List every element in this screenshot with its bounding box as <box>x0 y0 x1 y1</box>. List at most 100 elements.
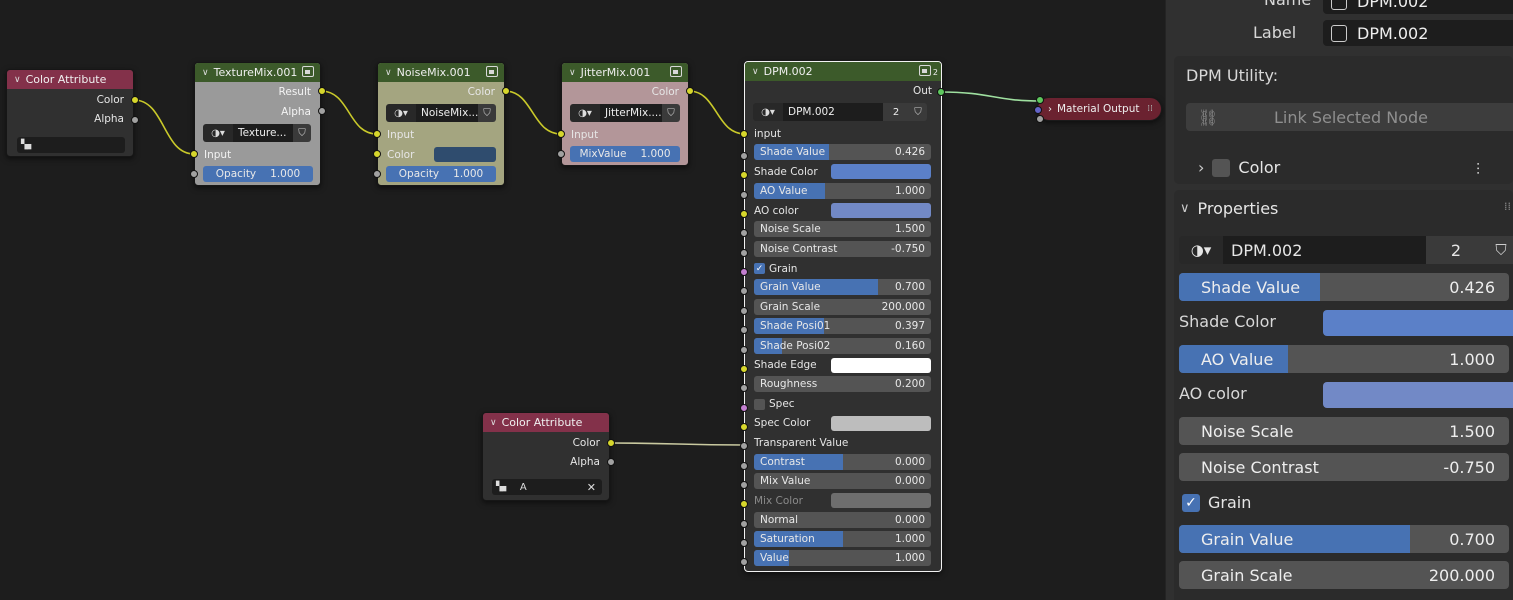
socket-input-ao-color[interactable] <box>740 210 748 219</box>
node-color-attribute-1[interactable]: ∨ Color Attribute Color Alpha ▚▖ <box>6 69 139 157</box>
socket-input-roughness[interactable] <box>740 384 748 393</box>
grain-checkbox[interactable]: ✓ <box>754 263 765 275</box>
node-group-name[interactable]: DPM.002 <box>1223 236 1426 264</box>
shade-color-color-swatch[interactable] <box>831 164 931 180</box>
node-header[interactable]: ∨ Color Attribute <box>483 413 609 432</box>
socket-input-shade-edge[interactable] <box>740 364 748 373</box>
expand-chevron-icon[interactable]: › <box>1048 103 1052 115</box>
node-texture-mix[interactable]: ∨ TextureMix.001 Result Alpha ◑▾ Texture… <box>190 62 326 186</box>
socket-output-result[interactable] <box>318 87 326 95</box>
color-subpanel-header[interactable]: › Color <box>1198 158 1280 177</box>
socket-output-color[interactable] <box>607 439 615 447</box>
fake-user-shield-icon[interactable]: ⛉ <box>909 103 927 121</box>
node-group-name[interactable]: JitterMix.... <box>600 104 662 122</box>
socket-output-out[interactable] <box>937 88 945 96</box>
panel-ao-color-color-swatch[interactable] <box>1323 382 1513 408</box>
socket-input-surface[interactable] <box>1036 96 1044 104</box>
spec-checkbox-row[interactable]: Spec <box>745 396 941 413</box>
node-group-icon[interactable] <box>670 66 682 77</box>
material-sphere-icon[interactable]: ◑▾ <box>203 124 233 142</box>
opacity-field[interactable]: Opacity 1.000 <box>203 166 313 182</box>
opacity-field[interactable]: Opacity 1.000 <box>386 166 496 182</box>
node-noise-mix[interactable]: ∨ NoiseMix.001 Color ◑▾ NoiseMix... ⛉ In… <box>373 62 510 186</box>
material-sphere-icon[interactable]: ◑▾ <box>753 103 783 121</box>
node-group-selector[interactable]: ◑▾ NoiseMix... ⛉ <box>386 104 496 122</box>
socket-output-alpha[interactable] <box>318 107 326 115</box>
collapse-chevron-icon[interactable]: ∨ <box>202 67 209 78</box>
socket-output-alpha[interactable] <box>131 116 139 124</box>
ao-color-color-swatch[interactable] <box>831 203 931 219</box>
socket-input-saturation[interactable] <box>740 539 748 547</box>
socket-input-contrast[interactable] <box>740 461 748 470</box>
fake-user-shield-icon[interactable]: ⛉ <box>662 104 680 122</box>
collapse-chevron-icon[interactable]: ∨ <box>385 67 392 78</box>
socket-input-grain-scale[interactable] <box>740 306 748 315</box>
socket-input-normal[interactable] <box>740 519 748 528</box>
link-colorattr-texturemix[interactable] <box>133 99 195 155</box>
collapse-chevron-icon[interactable]: ∨ <box>569 67 576 78</box>
socket-input-shade-color[interactable] <box>740 171 748 180</box>
panel-shade-color-color-swatch[interactable] <box>1323 310 1513 336</box>
node-group-selector[interactable]: ◑▾ DPM.002 2 ⛉ <box>1179 236 1513 264</box>
node-group-icon[interactable] <box>486 66 498 77</box>
node-group-icon[interactable] <box>302 66 314 77</box>
node-editor-canvas[interactable]: ∨ Color Attribute Color Alpha ▚▖ ∨ Textu… <box>0 0 1165 600</box>
node-header[interactable]: ∨ Color Attribute <box>7 70 133 89</box>
socket-input-mix-color[interactable] <box>740 500 748 509</box>
socket-input-shade-posi01[interactable] <box>740 326 748 335</box>
link-jittermix-dpm[interactable] <box>688 90 746 135</box>
node-header[interactable]: ∨ NoiseMix.001 <box>378 63 504 82</box>
drag-handle-icon[interactable]: ⁞⁞ <box>1504 200 1511 213</box>
socket-output-alpha[interactable] <box>607 458 615 466</box>
properties-header[interactable]: ∨ Properties <box>1180 199 1278 218</box>
link-dpm-materialoutput[interactable] <box>940 91 1041 102</box>
socket-input-volume[interactable] <box>1034 106 1042 114</box>
socket-input-input[interactable] <box>190 150 198 158</box>
fake-user-shield-icon[interactable]: ⛉ <box>293 124 311 142</box>
socket-input-noise-contrast[interactable] <box>740 248 748 257</box>
socket-input-opacity[interactable] <box>190 170 198 178</box>
node-header[interactable]: ∨ JitterMix.001 <box>562 63 688 82</box>
socket-input-input[interactable] <box>373 130 381 138</box>
name-field[interactable]: DPM.002 <box>1323 0 1513 14</box>
socket-output-color[interactable] <box>502 87 510 95</box>
panel-grain-checkbox[interactable]: ✓ <box>1182 493 1200 512</box>
color-swatch[interactable] <box>434 147 496 162</box>
socket-input-shade-value[interactable] <box>740 152 748 160</box>
socket-input-spec-color[interactable] <box>740 422 748 431</box>
spec-color-color-swatch[interactable] <box>831 415 931 431</box>
mixvalue-field[interactable]: MixValue 1.000 <box>570 146 680 162</box>
socket-input-noise-scale[interactable] <box>740 229 748 238</box>
node-header[interactable]: ∨ DPM.002 2 <box>745 62 941 81</box>
socket-input-mix-value[interactable] <box>740 480 748 489</box>
socket-input-grain-value[interactable] <box>740 287 748 296</box>
socket-input-grain[interactable] <box>740 268 748 277</box>
color-enable-checkbox[interactable] <box>1212 158 1231 177</box>
socket-input-displacement[interactable] <box>1036 115 1044 123</box>
attribute-name-field[interactable]: ▚▖ A ✕ <box>492 479 602 495</box>
socket-input-spec[interactable] <box>740 403 748 412</box>
user-count[interactable]: 2 <box>1426 236 1486 264</box>
material-sphere-icon[interactable]: ◑▾ <box>386 104 416 122</box>
link-noisemix-jittermix[interactable] <box>504 90 562 135</box>
sliders-icon[interactable]: ⫶ <box>1476 160 1481 179</box>
node-group-selector[interactable]: ◑▾ JitterMix.... ⛉ <box>570 104 680 122</box>
material-sphere-icon[interactable]: ◑▾ <box>1179 236 1223 264</box>
node-color-attribute-2[interactable]: ∨ Color Attribute Color Alpha ▚▖ A ✕ <box>482 412 615 501</box>
socket-input-input[interactable] <box>740 130 748 138</box>
link-texturemix-noisemix[interactable] <box>320 90 378 135</box>
